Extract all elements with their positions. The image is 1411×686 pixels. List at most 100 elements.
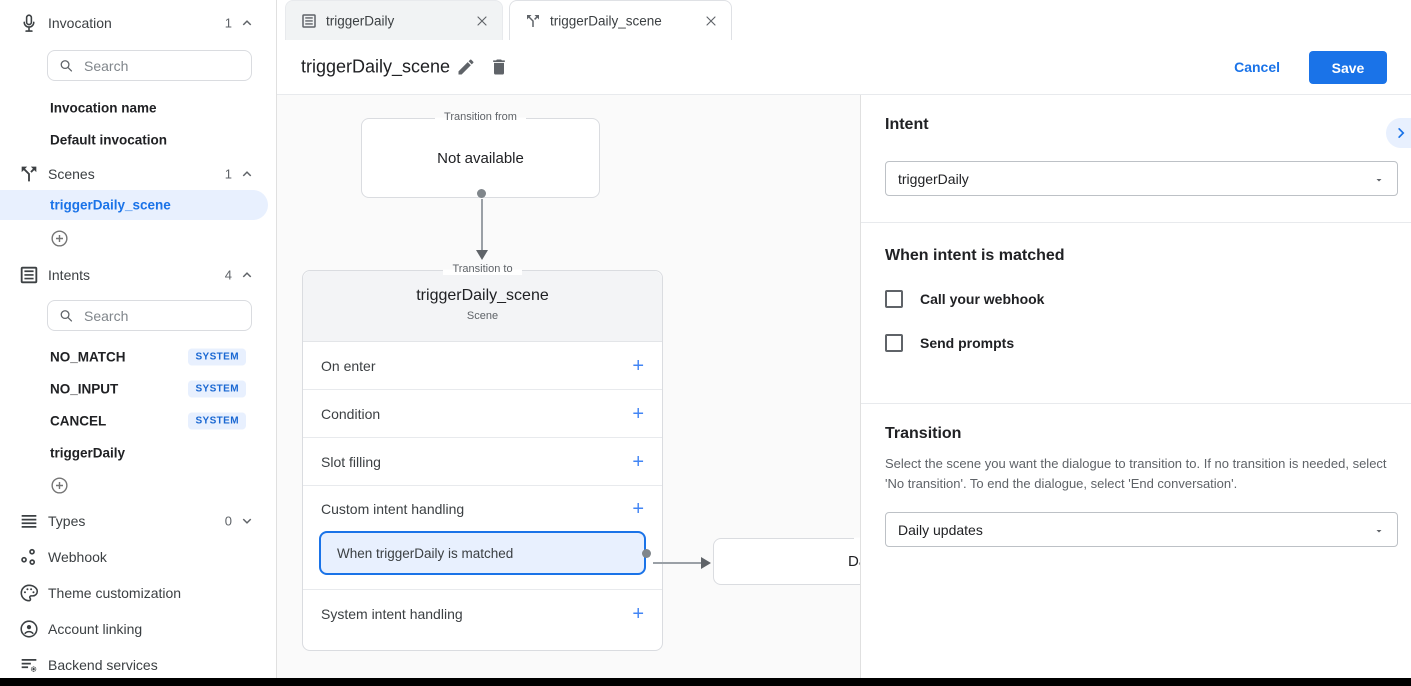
system-badge: SYSTEM: [188, 380, 246, 398]
connector-line-horizontal: [653, 562, 703, 564]
next-card-body: Daily updates: [848, 553, 860, 570]
connector-dot: [642, 548, 651, 558]
connector-dot: [477, 189, 486, 198]
intent-list-icon: [300, 12, 318, 30]
microphone-icon: [18, 12, 40, 34]
save-button[interactable]: Save: [1309, 51, 1387, 84]
scene-row-slot-filling: Slot filling +: [303, 438, 662, 486]
intent-select[interactable]: triggerDaily: [885, 161, 1398, 196]
scene-card-title: triggerDaily_scene: [416, 287, 549, 304]
page-header: triggerDaily_scene Cancel Save: [277, 40, 1411, 95]
tab-strip: triggerDaily triggerDaily_scene: [277, 0, 1411, 40]
sidebar-section-intents[interactable]: Intents 4: [0, 261, 276, 289]
transition-select[interactable]: Daily updates: [885, 512, 1398, 547]
add-system-intent-button[interactable]: +: [632, 603, 644, 625]
intent-select-value: triggerDaily: [898, 170, 969, 187]
intents-search-field[interactable]: [47, 300, 252, 331]
section-label: Invocation: [48, 15, 112, 31]
sidebar-item-default-invocation[interactable]: Default invocation: [50, 132, 168, 148]
tab-triggerdaily[interactable]: triggerDaily: [285, 0, 503, 40]
intent-detail-panel: Intent triggerDaily When intent is match…: [860, 95, 1411, 678]
sidebar-item-triggerdaily[interactable]: triggerDaily: [50, 445, 126, 461]
transition-to-next-card[interactable]: Transition to Daily updates: [713, 531, 860, 585]
section-label: Scenes: [48, 166, 95, 182]
when-intent-matched-heading: When intent is matched: [885, 247, 1065, 264]
intents-search-input[interactable]: [84, 301, 244, 330]
sidebar-item-invocation-name[interactable]: Invocation name: [50, 100, 157, 116]
scene-split-icon: [524, 12, 542, 30]
types-lines-icon: [18, 510, 40, 532]
add-on-enter-button[interactable]: +: [632, 354, 644, 377]
sidebar-section-invocation[interactable]: Invocation 1: [0, 9, 276, 37]
checkbox-unchecked[interactable]: [885, 290, 903, 308]
add-intent-button[interactable]: [49, 475, 70, 496]
invocation-search-input[interactable]: [84, 51, 244, 80]
chevron-up-icon[interactable]: [238, 14, 256, 32]
collapse-panel-button[interactable]: [1386, 118, 1411, 148]
transition-from-card: Transition from Not available: [361, 111, 600, 198]
section-count: 1: [224, 166, 232, 182]
section-divider: [861, 403, 1411, 404]
tab-triggerdaily-scene[interactable]: triggerDaily_scene: [509, 0, 732, 40]
dropdown-caret-icon: [1373, 524, 1385, 536]
scene-card-subtitle: Scene: [466, 310, 499, 322]
add-slot-filling-button[interactable]: +: [632, 450, 644, 473]
add-condition-button[interactable]: +: [632, 402, 644, 425]
transition-select-value: Daily updates: [898, 521, 983, 538]
sidebar-section-types[interactable]: Types 0: [0, 507, 276, 535]
sidebar-item-cancel[interactable]: CANCEL SYSTEM: [0, 411, 276, 431]
chevron-right-icon: [1398, 128, 1405, 138]
sidebar-item-theme-customization[interactable]: Theme customization: [0, 579, 276, 607]
sidebar-section-scenes[interactable]: Scenes 1: [0, 160, 276, 188]
sidebar-item-account-linking[interactable]: Account linking: [0, 615, 276, 643]
sidebar-item-no-input[interactable]: NO_INPUT SYSTEM: [0, 379, 276, 399]
search-icon: [60, 59, 73, 72]
invocation-search-field[interactable]: [47, 50, 252, 81]
sidebar-item-no-match[interactable]: NO_MATCH SYSTEM: [0, 347, 276, 367]
section-label: Types: [48, 513, 86, 529]
bottom-bar: [0, 678, 1411, 686]
system-badge: SYSTEM: [188, 348, 246, 366]
intent-heading: Intent: [885, 116, 929, 133]
transition-from-body: Not available: [437, 149, 524, 167]
edit-icon[interactable]: [456, 57, 476, 77]
transition-heading: Transition: [885, 425, 962, 442]
arrow-right-head: [701, 557, 711, 569]
sidebar-item-backend-services[interactable]: Backend services: [0, 651, 276, 679]
dropdown-caret-icon: [1373, 173, 1385, 185]
scene-flow-canvas[interactable]: Transition from Not available Transition…: [277, 95, 860, 678]
sidebar-item-webhook[interactable]: Webhook: [0, 543, 276, 571]
section-divider: [861, 222, 1411, 223]
transition-description: Select the scene you want the dialogue t…: [885, 456, 1387, 492]
page-title: triggerDaily_scene: [301, 56, 451, 77]
chevron-up-icon[interactable]: [238, 165, 256, 183]
matched-intent-item[interactable]: When triggerDaily is matched: [319, 531, 651, 575]
send-prompts-checkbox-row[interactable]: Send prompts: [885, 334, 1014, 352]
close-icon[interactable]: [474, 13, 490, 29]
chevron-up-icon[interactable]: [238, 266, 256, 284]
arrow-down-head: [476, 250, 488, 260]
sidebar-item-triggerdaily-scene[interactable]: triggerDaily_scene: [0, 190, 268, 220]
add-scene-button[interactable]: [49, 228, 70, 249]
backend-services-icon: [18, 654, 40, 676]
call-webhook-checkbox-row[interactable]: Call your webhook: [885, 290, 1044, 308]
cancel-button[interactable]: Cancel: [1234, 59, 1280, 75]
account-circle-icon: [18, 618, 40, 640]
transition-to-scene-card: Transition to triggerDaily_scene Scene O…: [302, 263, 663, 651]
close-icon[interactable]: [703, 13, 719, 29]
trash-icon[interactable]: [489, 57, 509, 77]
system-badge: SYSTEM: [188, 412, 246, 430]
section-count: 1: [224, 15, 232, 31]
scene-row-on-enter: On enter +: [303, 342, 662, 390]
scene-row-condition: Condition +: [303, 390, 662, 438]
chevron-down-icon[interactable]: [238, 512, 256, 530]
connector-line-vertical: [481, 199, 483, 251]
scene-card-header: triggerDaily_scene Scene: [303, 271, 662, 342]
checkbox-unchecked[interactable]: [885, 334, 903, 352]
add-custom-intent-button[interactable]: +: [632, 497, 644, 520]
section-count: 0: [224, 513, 232, 529]
intent-list-icon: [18, 264, 40, 286]
webhook-nodes-icon: [18, 546, 40, 568]
sidebar: Invocation 1 Invocation name Default inv…: [0, 0, 277, 678]
